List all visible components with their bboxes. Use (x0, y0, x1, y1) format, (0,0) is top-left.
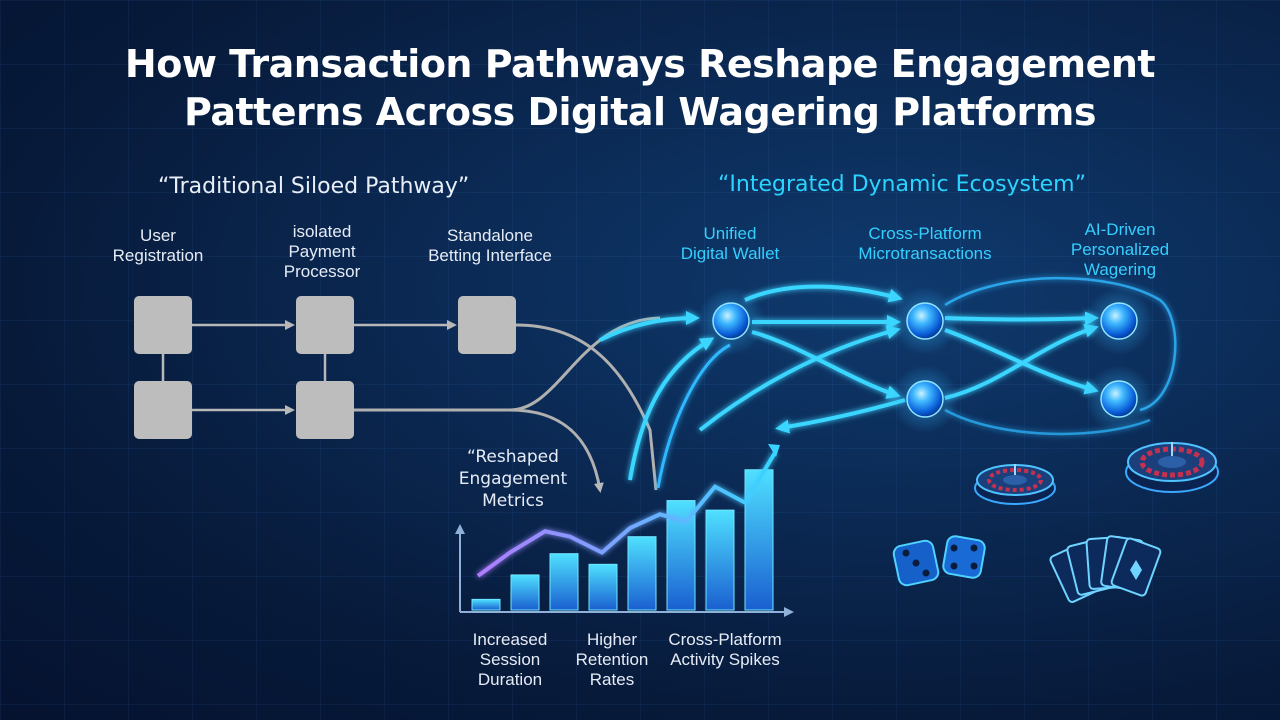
metrics-chart (455, 444, 794, 617)
flow-micro-back (775, 398, 906, 434)
chart-bar (744, 469, 774, 611)
integrated-nodes (697, 287, 1153, 433)
node-ai-bottom (1085, 365, 1153, 433)
gray-curve-1 (515, 323, 658, 491)
flow-micro-ai-cross-2 (944, 324, 1099, 400)
metrics-heading: “Reshaped Engagement Metrics (458, 447, 568, 511)
page-title: How Transaction Pathways Reshape Engagem… (0, 40, 1280, 136)
node-label-ai-wagering: AI-Driven Personalized Wagering (1070, 220, 1170, 279)
flow-up-wallet-1 (628, 337, 715, 481)
step-label-betting: Standalone Betting Interface (428, 226, 552, 265)
flow-micro-ai-top (944, 311, 1099, 326)
node-label-microtransactions: Cross-Platform Microtransactions (858, 224, 992, 263)
trend-arrowhead (768, 444, 780, 457)
box-registration (134, 296, 192, 354)
trend-line (476, 451, 777, 578)
gray-curve-3 (509, 316, 661, 412)
traditional-boxes (134, 296, 661, 493)
flow-wallet-micro-low (751, 330, 901, 399)
flow-chart-micro (698, 325, 901, 432)
box-payment (296, 296, 354, 354)
flow-wallet-micro-top (744, 284, 903, 303)
integrated-heading: “Integrated Dynamic Ecosystem” (718, 172, 1087, 197)
traditional-heading: “Traditional Siloed Pathway” (158, 174, 470, 199)
box-betting (458, 296, 516, 354)
node-wallet (697, 287, 765, 355)
chart-bar (549, 553, 579, 611)
node-micro-top (891, 287, 959, 355)
dice-icon (892, 535, 986, 587)
metric-label-session: Increased Session Duration (472, 630, 548, 689)
node-micro-bottom (891, 365, 959, 433)
node-label-wallet: Unified Digital Wallet (680, 224, 780, 263)
chart-bar (510, 574, 540, 611)
chart-bar (471, 598, 501, 611)
metric-label-retention: Higher Retention Rates (575, 630, 649, 689)
title-line-2: Patterns Across Digital Wagering Platfor… (183, 90, 1097, 134)
flow-micro-ai-cross-1 (944, 328, 1099, 395)
playing-cards-icon (1049, 535, 1162, 603)
node-ai-top (1085, 287, 1153, 355)
chart-bar (588, 563, 618, 611)
step-label-payment: isolated Payment Processor (283, 222, 361, 281)
roulette-wheel-icon (974, 464, 1056, 505)
chart-bar (627, 536, 657, 611)
chart-bar (705, 509, 735, 611)
metric-label-activity: Cross-Platform Activity Spikes (668, 630, 782, 669)
gray-curve-2 (354, 408, 604, 493)
flow-ai-loop-top (944, 276, 1177, 412)
step-label-registration: User Registration (112, 226, 204, 265)
box-payment-2 (296, 381, 354, 439)
title-line-1: How Transaction Pathways Reshape Engagem… (124, 42, 1156, 86)
flow-into-wallet (599, 311, 700, 342)
roulette-wheel-icon (1125, 442, 1219, 493)
box-registration-2 (134, 381, 192, 439)
chart-bars (471, 469, 774, 611)
